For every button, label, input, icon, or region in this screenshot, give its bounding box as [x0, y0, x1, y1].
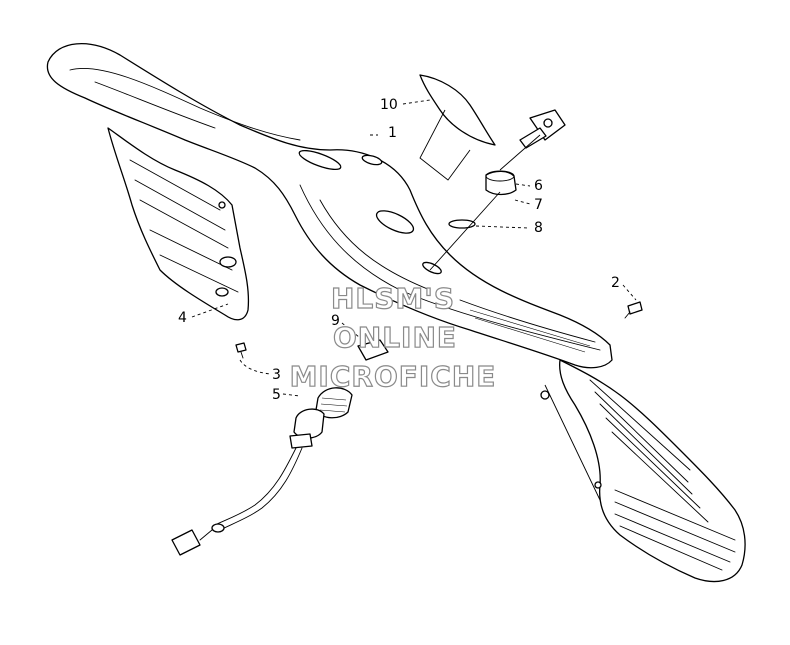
callout-6: 6 — [534, 178, 543, 194]
callout-9: 9 — [331, 313, 340, 329]
ignition-boot — [485, 170, 517, 196]
callout-4: 4 — [178, 310, 187, 326]
watermark-line-3: MICROFICHE — [290, 360, 497, 393]
console-housing — [46, 43, 746, 583]
bulb-socket-harness — [171, 387, 353, 556]
callout-labels: 10 1 6 7 8 2 4 9 3 5 — [178, 97, 620, 403]
callout-7: 7 — [534, 197, 543, 213]
callout-3: 3 — [272, 367, 281, 383]
watermark: HLSM'S ONLINE MICROFICHE — [289, 281, 497, 393]
washer — [448, 219, 476, 229]
callout-2: 2 — [611, 275, 620, 291]
ignition-key — [519, 109, 566, 149]
clip — [357, 339, 389, 361]
screw-right — [624, 301, 643, 319]
watermark-line-2: ONLINE — [333, 321, 457, 354]
callout-10: 10 — [380, 97, 398, 113]
callout-8: 8 — [534, 220, 543, 236]
leader-lines — [191, 99, 637, 501]
screw-left — [235, 342, 247, 359]
decal — [419, 74, 496, 146]
callout-1: 1 — [388, 125, 397, 141]
callout-5: 5 — [272, 387, 281, 403]
watermark-line-1: HLSM'S — [331, 282, 455, 315]
